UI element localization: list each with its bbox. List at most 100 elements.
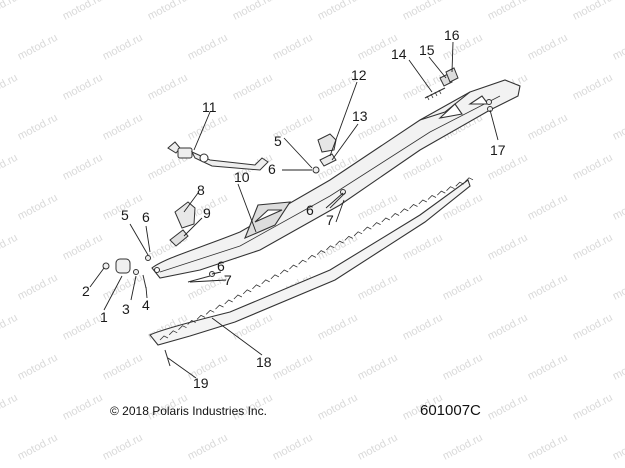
callout-15: 15 <box>419 42 435 58</box>
watermark-text: motod.ru <box>441 432 485 463</box>
callout-5a: 5 <box>121 207 129 223</box>
watermark-text: motod.ru <box>571 312 615 343</box>
watermark-text: motod.ru <box>526 112 570 143</box>
callout-10: 10 <box>234 169 250 185</box>
rod-bracket-part-11 <box>167 141 269 171</box>
watermark-text: motod.ru <box>61 152 105 183</box>
watermark-text: motod.ru <box>101 112 145 143</box>
watermark-text: motod.ru <box>0 72 20 103</box>
watermark-text: motod.ru <box>571 72 615 103</box>
watermark-text: motod.ru <box>0 152 20 183</box>
callout-8: 8 <box>197 182 205 198</box>
watermark-text: motod.ru <box>231 72 275 103</box>
watermark-text: motod.ru <box>0 232 20 263</box>
callout-4: 4 <box>142 297 150 313</box>
watermark-text: motod.ru <box>0 312 20 343</box>
watermark-text: motod.ru <box>271 32 315 63</box>
watermark-text: motod.ru <box>526 192 570 223</box>
watermark-text: motod.ru <box>186 432 230 463</box>
fasteners <box>102 166 346 367</box>
watermark-text: motod.ru <box>61 392 105 423</box>
watermark-text: motod.ru <box>61 72 105 103</box>
wear-strip-part-18 <box>149 177 474 346</box>
watermark-text: motod.ru <box>101 32 145 63</box>
watermark-text: motod.ru <box>401 72 445 103</box>
callout-16: 16 <box>444 27 460 43</box>
watermark-text: motod.ru <box>401 232 445 263</box>
watermark-text: motod.ru <box>0 392 20 423</box>
watermark-text: motod.ru <box>486 312 530 343</box>
watermark-text: motod.ru <box>356 432 400 463</box>
watermark-text: motod.ru <box>316 312 360 343</box>
watermark-text: motod.ru <box>356 352 400 383</box>
callout-6d: 6 <box>217 258 225 274</box>
watermark-text: motod.ru <box>271 432 315 463</box>
watermark-text: motod.ru <box>571 392 615 423</box>
callout-11: 11 <box>202 99 217 115</box>
watermark-text: motod.ru <box>441 272 485 303</box>
watermark-text: motod.ru <box>486 232 530 263</box>
rail-frame-part-10 <box>151 79 521 279</box>
watermark-text: motod.ru <box>101 272 145 303</box>
watermark-text: motod.ru <box>611 432 625 463</box>
watermark-text: motod.ru <box>571 232 615 263</box>
watermark-text: motod.ru <box>526 432 570 463</box>
watermark-text: motod.ru <box>401 312 445 343</box>
watermark-text: motod.ru <box>316 392 360 423</box>
watermark-text: motod.ru <box>16 32 60 63</box>
watermark-text: motod.ru <box>16 192 60 223</box>
watermark-text: motod.ru <box>356 192 400 223</box>
callout-2: 2 <box>82 283 90 299</box>
watermark-text: motod.ru <box>271 352 315 383</box>
block-part-8 <box>174 201 196 229</box>
spacer-part-13 <box>319 153 337 167</box>
leader-lines <box>89 41 499 379</box>
copyright-notice: © 2018 Polaris Industries Inc. <box>110 404 267 418</box>
pad-part-16 <box>445 67 459 83</box>
callout-5b: 5 <box>274 133 282 149</box>
watermark-text: motod.ru <box>526 32 570 63</box>
watermark-text: motod.ru <box>611 112 625 143</box>
watermark-text: motod.ru <box>61 0 105 23</box>
callout-6b: 6 <box>268 161 276 177</box>
diagram-number: 601007C <box>420 402 481 419</box>
watermark-text: motod.ru <box>486 0 530 23</box>
callout-19: 19 <box>193 375 209 391</box>
watermark-text: motod.ru <box>16 112 60 143</box>
watermark-text: motod.ru <box>16 272 60 303</box>
callout-6a: 6 <box>142 209 150 225</box>
watermark-text: motod.ru <box>526 272 570 303</box>
callout-17: 17 <box>490 142 506 158</box>
spring-part-14 <box>424 87 446 101</box>
watermark-text: motod.ru <box>16 432 60 463</box>
callout-labels: 1 2 3 4 5 5 6 6 6 6 7 7 8 9 10 11 12 13 … <box>82 27 506 391</box>
watermark-text: motod.ru <box>146 72 190 103</box>
watermark-text: motod.ru <box>101 352 145 383</box>
watermark-text: motod.ru <box>316 0 360 23</box>
watermark-text: motod.ru <box>571 152 615 183</box>
watermark-text: motod.ru <box>16 352 60 383</box>
watermark-text: motod.ru <box>526 352 570 383</box>
block-part-12 <box>317 133 337 153</box>
callout-6c: 6 <box>306 202 314 218</box>
watermark-text: motod.ru <box>571 0 615 23</box>
callout-1: 1 <box>100 309 108 325</box>
watermark-text: motod.ru <box>611 32 625 63</box>
watermark-text: motod.ru <box>0 0 20 23</box>
watermark-text: motod.ru <box>486 392 530 423</box>
callout-13: 13 <box>352 108 368 124</box>
watermark-text: motod.ru <box>401 0 445 23</box>
watermark-text: motod.ru <box>146 0 190 23</box>
callout-7b: 7 <box>224 272 232 288</box>
callout-18: 18 <box>256 354 272 370</box>
callout-9: 9 <box>203 205 211 221</box>
watermark-text: motod.ru <box>61 232 105 263</box>
callout-7a: 7 <box>326 212 334 228</box>
watermark-text: motod.ru <box>101 432 145 463</box>
watermark-text: motod.ru <box>231 0 275 23</box>
callout-3: 3 <box>122 301 130 317</box>
watermark-text: motod.ru <box>611 192 625 223</box>
watermark-text: motod.ru <box>441 352 485 383</box>
